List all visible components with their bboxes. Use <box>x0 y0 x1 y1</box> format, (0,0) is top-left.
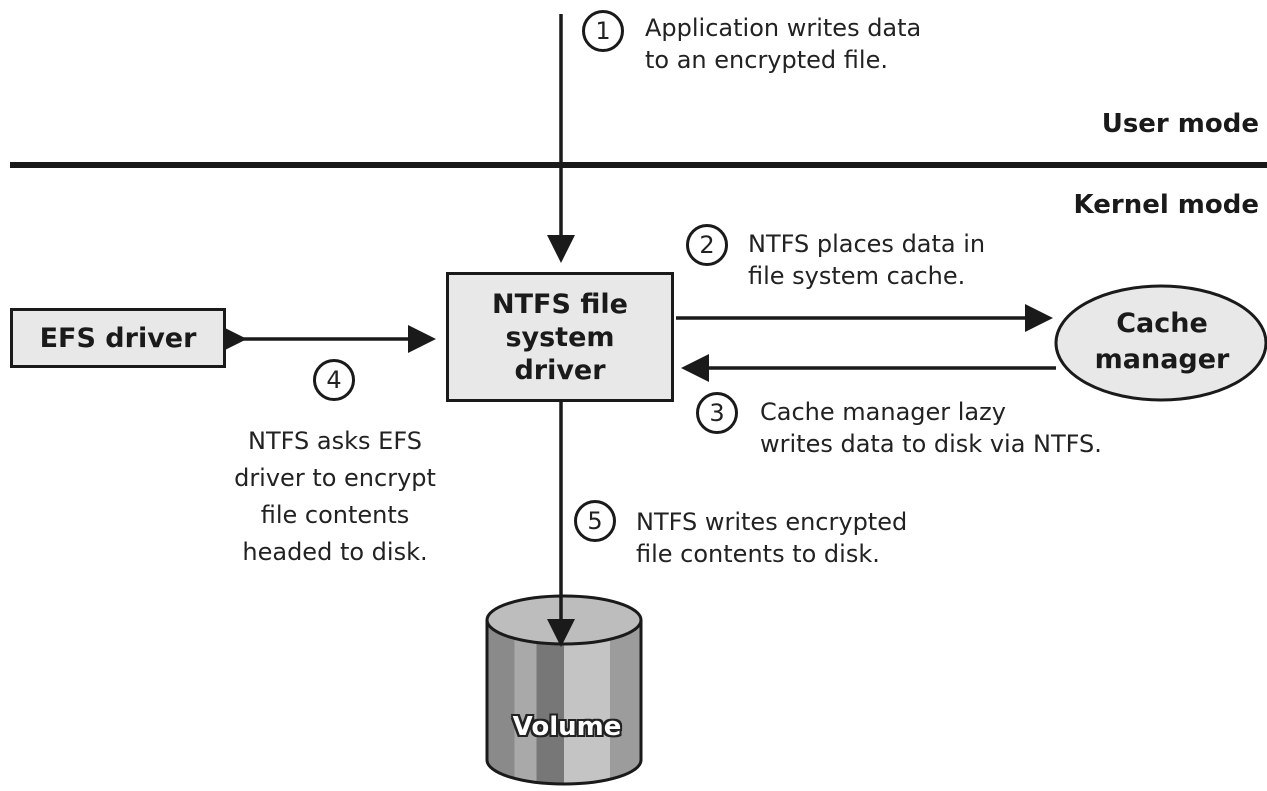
volume-cylinder <box>485 594 643 786</box>
step-4-text: NTFS asks EFS driver to encrypt file con… <box>200 423 470 571</box>
step-5-line-2: file contents to disk. <box>636 540 880 568</box>
step-4-line-3: file contents <box>260 501 410 529</box>
step-3-text: Cache manager lazy writes data to disk v… <box>760 396 1102 460</box>
step-1-text: Application writes data to an encrypted … <box>645 12 921 76</box>
step-4-line-2: driver to encrypt <box>234 464 436 492</box>
volume-label: Volume <box>512 712 622 742</box>
user-mode-label: User mode <box>1101 109 1259 139</box>
step-2-line-2: file system cache. <box>748 262 966 290</box>
step-1-number: 1 <box>582 10 624 52</box>
step-5-text: NTFS writes encrypted file contents to d… <box>636 506 907 570</box>
step-2-line-1: NTFS places data in <box>748 230 986 258</box>
ntfs-driver-box: NTFS file system driver <box>446 272 674 402</box>
step-3-line-2: writes data to disk via NTFS. <box>760 430 1102 458</box>
step-4-line-4: headed to disk. <box>242 538 428 566</box>
step-1-line-2: to an encrypted file. <box>645 46 888 74</box>
step-5-number: 5 <box>574 500 616 542</box>
step-2-number: 2 <box>686 224 728 266</box>
kernel-mode-label: Kernel mode <box>1073 190 1259 220</box>
step-3-line-1: Cache manager lazy <box>760 398 1006 426</box>
step-2-text: NTFS places data in file system cache. <box>748 228 985 292</box>
step-4-line-1: NTFS asks EFS <box>248 427 422 455</box>
cache-manager-shape <box>1054 284 1267 402</box>
step-3-number: 3 <box>696 392 738 434</box>
step-5-line-1: NTFS writes encrypted <box>636 508 908 536</box>
step-4-number: 4 <box>313 359 355 401</box>
step-1-line-1: Application writes data <box>645 14 922 42</box>
efs-driver-box: EFS driver <box>10 308 226 368</box>
cache-manager-label: Cache manager <box>1094 308 1230 375</box>
